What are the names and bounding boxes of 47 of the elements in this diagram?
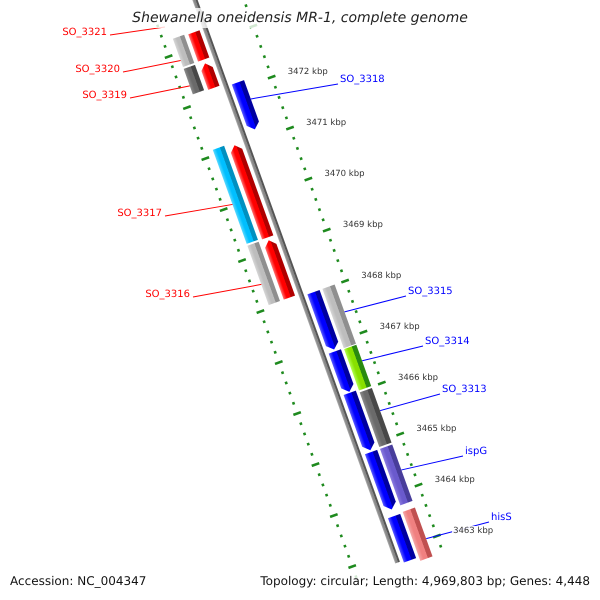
gene-bar <box>247 242 280 306</box>
tick-label: 3472 kbp <box>286 66 329 77</box>
tick-label: 3471 kbp <box>305 118 348 128</box>
gene-bar <box>380 444 413 506</box>
gene-label: SO_3320 <box>75 64 120 75</box>
tick-label: 3466 kbp <box>396 372 439 383</box>
leader-line <box>130 85 190 98</box>
gene-label: SO_3318 <box>340 74 385 85</box>
gene-bar <box>360 388 392 447</box>
accession-text: Accession: NC_004347 <box>8 573 148 589</box>
gene-strand-segment <box>364 450 396 510</box>
gene-bar <box>172 34 194 68</box>
gene-strand-segment <box>328 349 354 392</box>
gene-label: SO_3315 <box>408 286 453 297</box>
tick-label: 3465 kbp <box>415 424 458 434</box>
gene-strand-segment <box>188 30 210 62</box>
gene-strand-segment <box>307 290 338 350</box>
gene-label: SO_3321 <box>62 27 107 38</box>
leader-line <box>250 84 338 100</box>
tick-label: 3463 kbp <box>452 526 494 536</box>
gene-strand-segment <box>232 80 259 130</box>
gene-label: SO_3316 <box>145 289 190 300</box>
gene-bar <box>402 508 433 561</box>
leader-line <box>380 394 440 412</box>
tick-label: 3467 kbp <box>378 322 421 332</box>
gene-label: hisS <box>491 512 512 523</box>
genome-info-text: Topology: circular; Length: 4,969,803 bp; Genes: 4,448 <box>258 573 592 589</box>
gene-strand-segment <box>265 240 296 300</box>
gene-strand-segment <box>230 145 274 240</box>
gene-bar <box>212 146 258 244</box>
gene-strand-segment <box>201 63 220 90</box>
gene-label: ispG <box>465 446 488 457</box>
leader-line <box>192 284 262 298</box>
gene-label: SO_3319 <box>82 90 127 101</box>
gene-bar <box>184 64 204 94</box>
gene-label: SO_3313 <box>442 384 487 395</box>
gene-bar <box>344 344 372 391</box>
gene-label: SO_3317 <box>117 208 162 219</box>
tick-label: 3468 kbp <box>360 270 402 281</box>
gene-strand-segment <box>388 514 416 562</box>
leader-line <box>401 456 464 470</box>
gene-label: SO_3314 <box>425 336 470 347</box>
tick-label: 3464 kbp <box>434 474 476 485</box>
tick-label: 3469 kbp <box>342 220 384 230</box>
tick-label: 3470 kbp <box>323 168 366 179</box>
gene-strand-segment <box>344 390 374 450</box>
leader-line <box>362 346 424 362</box>
